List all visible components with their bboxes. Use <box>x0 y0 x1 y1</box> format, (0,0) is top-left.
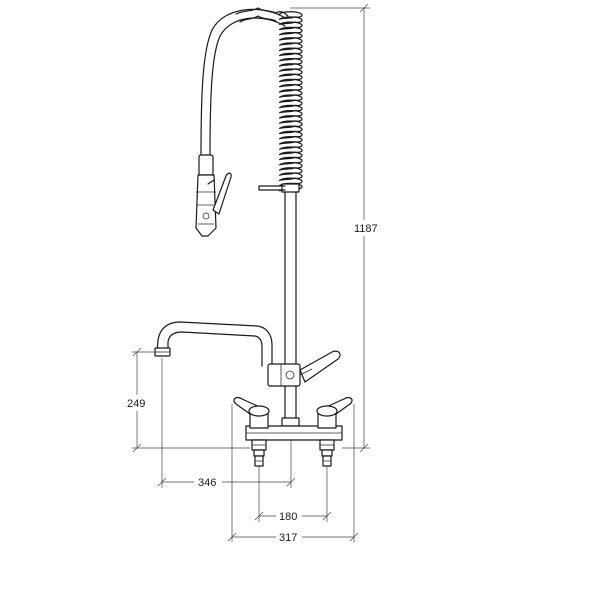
dim-overall-width <box>227 404 359 542</box>
lower-pipe <box>281 385 300 427</box>
spray-head <box>195 154 232 237</box>
swivel-spout <box>154 321 273 367</box>
dim-inlet-centres <box>254 466 332 522</box>
spring-coil <box>235 7 303 192</box>
dim-overall-height <box>290 3 370 453</box>
coil-winding <box>278 11 303 192</box>
dim-spout-reach <box>157 358 296 488</box>
label-inlet-centres: 180 <box>279 511 297 523</box>
deck-bridge <box>245 425 343 441</box>
wall-bracket <box>258 185 286 191</box>
label-spout-reach: 346 <box>198 477 216 489</box>
label-spout-height: 249 <box>127 398 145 410</box>
hose-arc-outer <box>200 8 286 156</box>
dim-spout-height <box>132 347 250 453</box>
label-overall-height: 1187 <box>354 223 378 235</box>
hose-arc-inner <box>209 17 286 156</box>
right-tap <box>316 396 353 467</box>
riser-pipe <box>281 183 300 366</box>
label-overall-width: 317 <box>279 532 297 544</box>
valve-body <box>267 350 341 387</box>
left-tap <box>233 396 270 467</box>
